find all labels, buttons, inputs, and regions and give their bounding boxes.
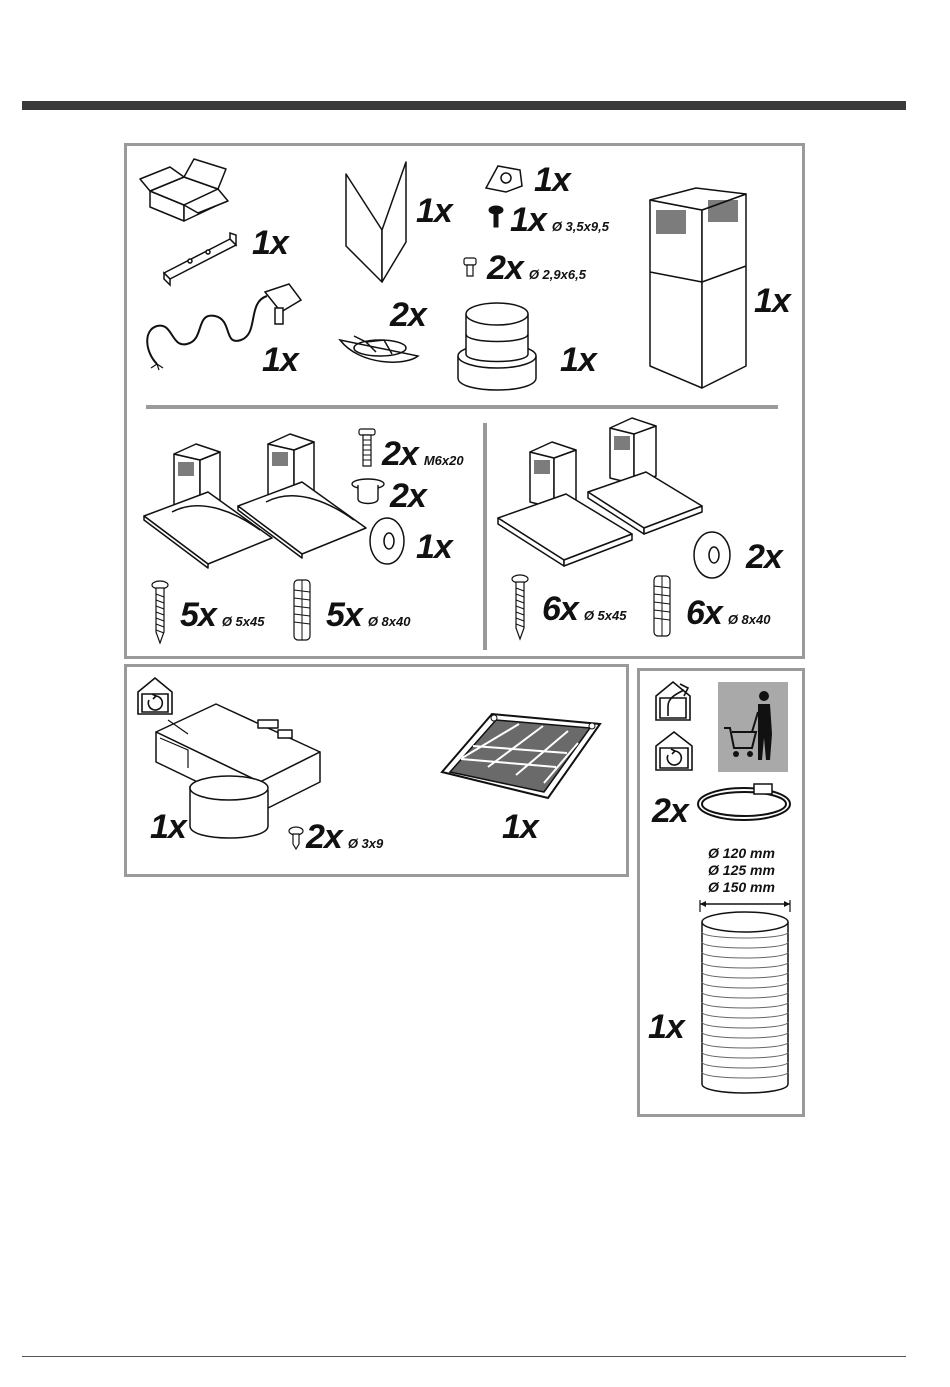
screw-a-quantity: 1x [510,201,546,239]
deflector-quantity: 1x [150,810,186,844]
hose-clamp-quantity: 2x [652,794,688,828]
screw-a-size: Ø 3,5x9,5 [552,219,609,234]
folded-sheet-icon [344,162,410,284]
half-ring-quantity: 2x [390,298,426,332]
washer-quantity: 1x [416,530,452,564]
wood-screw-size: Ø 5x45 [222,614,265,629]
deflector-screw-size: Ø 3x9 [348,836,383,851]
footer-rule [22,1356,906,1357]
flange-icon [456,300,538,390]
panel-divider-vertical [483,423,487,650]
hose-diameter-125: Ø 125 mm [708,863,775,877]
duct-out-icon [654,676,694,722]
carbon-filter-icon [440,712,602,800]
hose-diameter-150: Ø 150 mm [708,880,775,894]
wood-screw-icon [150,580,170,644]
screw-b-quantity: 2x [487,249,523,287]
wall-plug-icon [650,574,674,640]
screw-icon [462,256,478,278]
power-cord-quantity: 1x [262,343,298,377]
screw-b-label: 2x Ø 2,9x6,5 [487,251,586,285]
bush-quantity: 2x [390,479,426,513]
bolt-quantity: 2x [382,435,418,473]
hose-diameter-120: Ø 120 mm [708,846,775,860]
screw-icon [488,205,504,229]
folded-sheet-quantity: 1x [416,194,452,228]
box-quantity: 1x [252,226,288,260]
washer-icon [692,530,732,580]
wall-plug-quantity: 6x [686,594,722,632]
flange-quantity: 1x [560,343,596,377]
screw-a-label: 1x Ø 3,5x9,5 [510,203,609,237]
hose-clamp-icon [694,780,798,824]
deflector-screw-label: 2x Ø 3x9 [306,820,383,854]
wall-plug-size: Ø 8x40 [368,614,411,629]
wood-screw-label: 5x Ø 5x45 [180,598,264,632]
clip-quantity: 1x [534,163,570,197]
flexible-hose-quantity: 1x [648,1010,684,1044]
wood-screw-size: Ø 5x45 [584,608,627,623]
wood-screw-quantity: 5x [180,596,216,634]
chimney-icon [646,188,750,392]
hood-icon [236,420,368,556]
bolt-icon [358,428,376,468]
wall-plug-icon [290,578,314,644]
bush-icon [350,477,386,505]
flexible-hose-icon [696,896,794,1096]
hood-icon [586,410,704,534]
wall-plug-quantity: 5x [326,596,362,634]
carbon-filter-quantity: 1x [502,810,538,844]
clip-icon [484,160,526,194]
bolt-label: 2x M6x20 [382,437,464,471]
wood-screw-label: 6x Ø 5x45 [542,592,626,626]
deflector-screw-quantity: 2x [306,818,342,856]
recirculation-icon [654,730,694,772]
washer-icon [368,516,406,566]
header-bar [22,101,906,110]
wall-plug-label: 6x Ø 8x40 [686,596,770,630]
screw-b-size: Ø 2,9x6,5 [529,267,586,282]
wood-screw-quantity: 6x [542,590,578,628]
wall-plug-label: 5x Ø 8x40 [326,598,410,632]
box-icon [138,155,230,223]
screw-icon [288,826,304,850]
bolt-size: M6x20 [424,453,464,468]
bracket-icon [160,233,240,287]
washer-quantity: 2x [746,540,782,574]
wall-plug-size: Ø 8x40 [728,612,771,627]
panel-divider-horizontal [146,405,778,409]
shopping-cart-icon [718,682,788,772]
chimney-quantity: 1x [754,284,790,318]
wood-screw-icon [510,574,530,640]
